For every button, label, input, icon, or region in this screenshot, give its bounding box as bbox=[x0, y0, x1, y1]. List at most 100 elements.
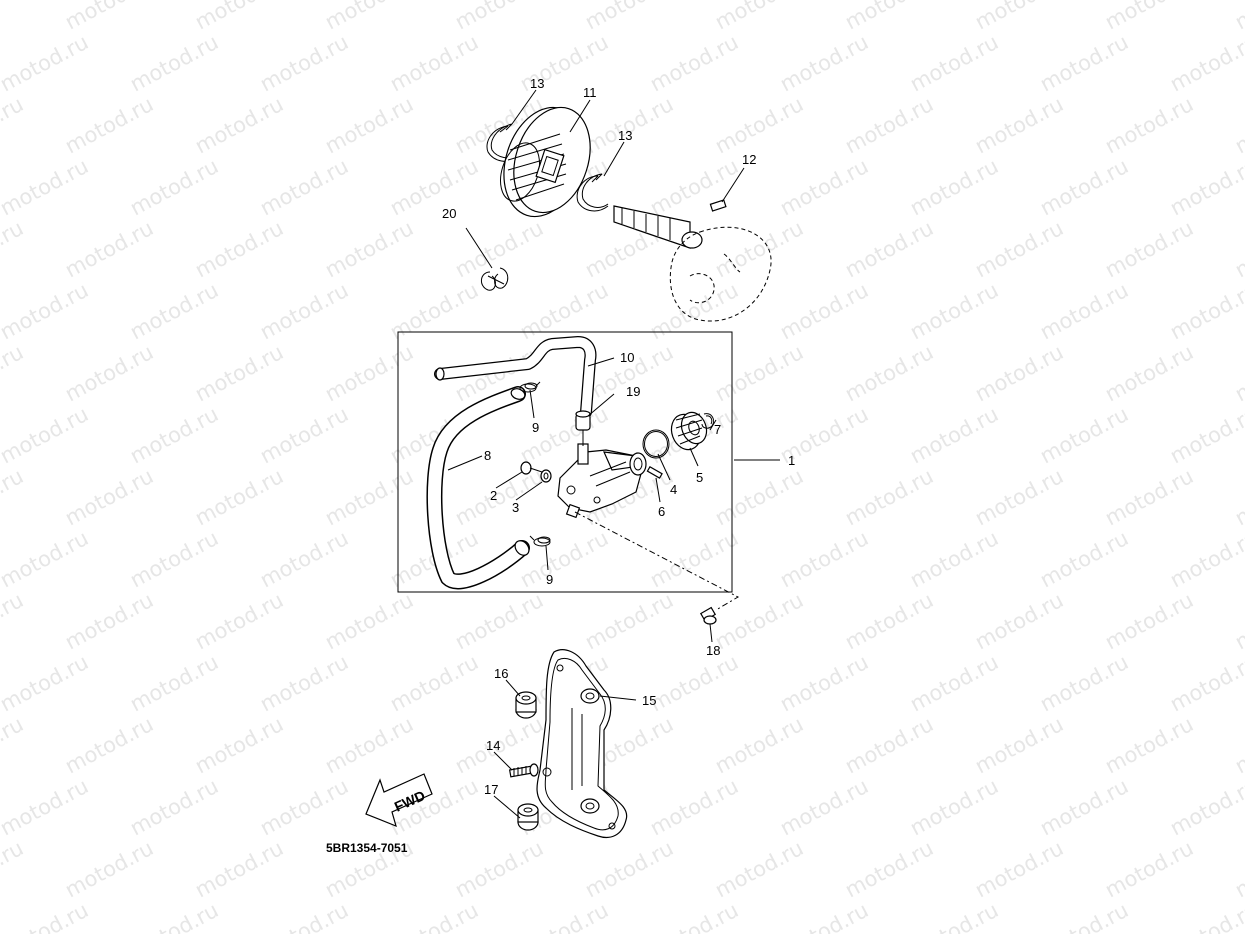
callout-1: 1 bbox=[788, 453, 795, 468]
watermark-text: motod.ru bbox=[126, 278, 222, 344]
watermark-text: motod.ru bbox=[191, 464, 287, 530]
watermark-text: motod.ru bbox=[1101, 92, 1197, 158]
grommet-17 bbox=[517, 803, 539, 831]
callout-17: 17 bbox=[484, 782, 498, 797]
watermark-text: motod.ru bbox=[256, 650, 352, 716]
watermark-text: motod.ru bbox=[0, 154, 92, 220]
watermark-text: motod.ru bbox=[971, 588, 1067, 654]
pump-assembly-frame bbox=[397, 331, 733, 593]
watermark-text: motod.ru bbox=[516, 898, 612, 934]
watermark-text: motod.ru bbox=[191, 0, 287, 34]
watermark-text: motod.ru bbox=[1231, 588, 1245, 654]
watermark-text: motod.ru bbox=[1036, 154, 1132, 220]
watermark-text: motod.ru bbox=[906, 774, 1002, 840]
watermark-text: motod.ru bbox=[1166, 526, 1245, 592]
watermark-text: motod.ru bbox=[256, 898, 352, 934]
watermark-text: motod.ru bbox=[776, 650, 872, 716]
watermark-text: motod.ru bbox=[0, 712, 27, 778]
watermark-text: motod.ru bbox=[1166, 650, 1245, 716]
watermark-text: motod.ru bbox=[1036, 774, 1132, 840]
callout-3: 3 bbox=[512, 500, 519, 515]
watermark-text: motod.ru bbox=[451, 588, 547, 654]
watermark-text: motod.ru bbox=[1036, 30, 1132, 96]
watermark-text: motod.ru bbox=[256, 774, 352, 840]
watermark-text: motod.ru bbox=[0, 526, 92, 592]
watermark-text: motod.ru bbox=[646, 774, 742, 840]
watermark-text: motod.ru bbox=[126, 526, 222, 592]
hose-clip-9-top bbox=[519, 381, 541, 393]
pin-12 bbox=[709, 199, 727, 212]
watermark-text: motod.ru bbox=[711, 92, 807, 158]
clip-20 bbox=[481, 267, 509, 291]
watermark-text: motod.ru bbox=[0, 278, 92, 344]
watermark-text: motod.ru bbox=[191, 340, 287, 406]
shaft-assembly bbox=[613, 205, 772, 322]
watermark-text: motod.ru bbox=[0, 464, 27, 530]
callout-9-bottom: 9 bbox=[546, 572, 553, 587]
watermark-text: motod.ru bbox=[0, 92, 27, 158]
watermark-text: motod.ru bbox=[776, 774, 872, 840]
watermark-text: motod.ru bbox=[386, 154, 482, 220]
callout-16: 16 bbox=[494, 666, 508, 681]
watermark-text: motod.ru bbox=[581, 92, 677, 158]
watermark-text: motod.ru bbox=[1101, 464, 1197, 530]
watermark-text: motod.ru bbox=[906, 278, 1002, 344]
watermark-text: motod.ru bbox=[776, 30, 872, 96]
watermark-text: motod.ru bbox=[321, 0, 417, 34]
watermark-text: motod.ru bbox=[61, 0, 157, 34]
watermark-text: motod.ru bbox=[971, 216, 1067, 282]
watermark-text: motod.ru bbox=[971, 0, 1067, 34]
watermark-text: motod.ru bbox=[61, 464, 157, 530]
watermark-text: motod.ru bbox=[126, 650, 222, 716]
watermark-text: motod.ru bbox=[1166, 154, 1245, 220]
watermark-text: motod.ru bbox=[0, 30, 92, 96]
watermark-text: motod.ru bbox=[841, 92, 937, 158]
hose-10 bbox=[434, 336, 597, 418]
bolt-14 bbox=[508, 763, 539, 778]
watermark-text: motod.ru bbox=[191, 836, 287, 902]
leader-lines bbox=[447, 89, 780, 819]
watermark-text: motod.ru bbox=[646, 650, 742, 716]
watermark-text: motod.ru bbox=[971, 92, 1067, 158]
washer-3 bbox=[540, 469, 552, 483]
watermark-text: motod.ru bbox=[1101, 0, 1197, 34]
bolt-2 bbox=[520, 461, 543, 475]
diagram-code: 5BR1354-7051 bbox=[326, 841, 408, 855]
bolt-18 bbox=[699, 606, 717, 625]
watermark-text: motod.ru bbox=[1166, 278, 1245, 344]
watermark-text: motod.ru bbox=[1101, 588, 1197, 654]
watermark-text: motod.ru bbox=[256, 30, 352, 96]
watermark-text: motod.ru bbox=[386, 278, 482, 344]
watermark-text: motod.ru bbox=[191, 216, 287, 282]
watermark-text: motod.ru bbox=[321, 216, 417, 282]
watermark-text: motod.ru bbox=[776, 154, 872, 220]
watermark-text: motod.ru bbox=[776, 278, 872, 344]
watermark-text: motod.ru bbox=[971, 712, 1067, 778]
watermark-text: motod.ru bbox=[971, 464, 1067, 530]
watermark-text: motod.ru bbox=[1036, 650, 1132, 716]
callout-5: 5 bbox=[696, 470, 703, 485]
callout-labels: 13 11 13 12 20 10 19 9 7 8 1 5 4 2 3 6 9… bbox=[442, 76, 795, 797]
watermark-text: motod.ru bbox=[1166, 898, 1245, 934]
watermark-text: motod.ru bbox=[1231, 216, 1245, 282]
watermark-text: motod.ru bbox=[61, 216, 157, 282]
watermark-text: motod.ru bbox=[646, 898, 742, 934]
callout-13-left: 13 bbox=[530, 76, 544, 91]
watermark-text: motod.ru bbox=[1036, 278, 1132, 344]
watermark-text: motod.ru bbox=[0, 402, 92, 468]
watermark-text: motod.ru bbox=[61, 92, 157, 158]
watermark-text: motod.ru bbox=[711, 464, 807, 530]
watermark-text: motod.ru bbox=[906, 898, 1002, 934]
hose-8 bbox=[426, 386, 530, 590]
watermark-text: motod.ru bbox=[191, 92, 287, 158]
pin-6 bbox=[646, 465, 663, 479]
gear-5 bbox=[670, 411, 708, 451]
watermark-text: motod.ru bbox=[711, 340, 807, 406]
watermark-text: motod.ru bbox=[646, 526, 742, 592]
watermark-text: motod.ru bbox=[841, 0, 937, 34]
watermark-text: motod.ru bbox=[126, 774, 222, 840]
callout-7: 7 bbox=[714, 422, 721, 437]
hose-clip-9-bottom bbox=[529, 535, 551, 547]
watermark-text: motod.ru bbox=[61, 836, 157, 902]
